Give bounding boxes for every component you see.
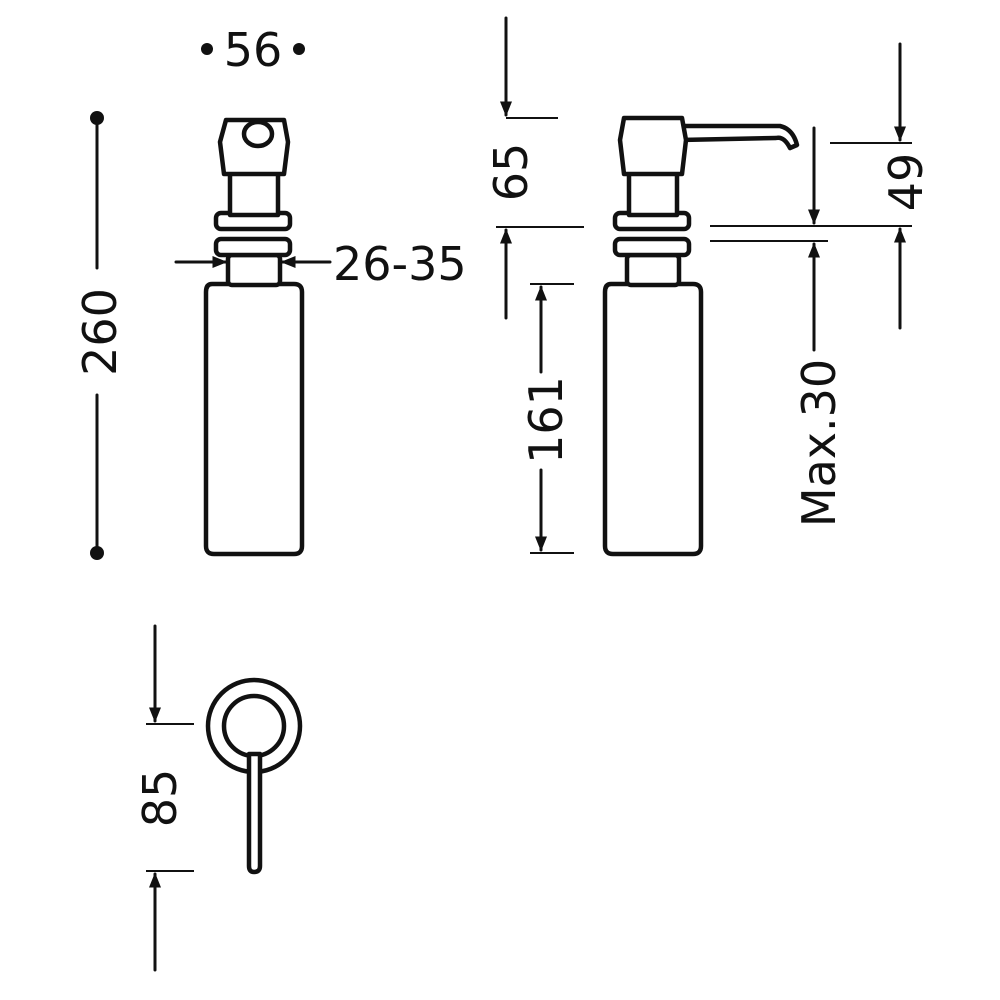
dim-max-deck-thickness: Max.30 (710, 126, 846, 527)
dim-260-label: 260 (73, 288, 127, 376)
dim-49-label: 49 (879, 153, 933, 212)
dim-total-height: 260 (73, 111, 127, 560)
dim-pump-height: 65 (484, 16, 584, 320)
dim-161-label: 161 (519, 376, 573, 464)
front-bottle (203, 281, 305, 557)
dim-max30-label: Max.30 (792, 359, 846, 527)
dim-56-dot-right (293, 43, 305, 55)
dim-56-label: 56 (224, 23, 283, 77)
front-view (203, 117, 305, 557)
front-thread (225, 252, 283, 288)
side-spout (677, 123, 800, 151)
dim-thread-label: 26-35 (333, 237, 467, 291)
dim-head-width: 56 (201, 23, 305, 77)
side-shaft (626, 168, 680, 218)
side-view (602, 115, 800, 557)
top-view (205, 677, 303, 875)
side-bottle (602, 281, 704, 557)
top-spout (246, 751, 263, 875)
dim-65-label: 65 (484, 143, 538, 202)
dim-85-label: 85 (133, 769, 187, 828)
top-inner-ring (221, 693, 287, 759)
front-head-button (241, 119, 275, 149)
side-pump-head (617, 115, 689, 177)
dim-spout-height: 49 (710, 42, 933, 330)
dim-56-dot-left (201, 43, 213, 55)
dim-bottle-height: 161 (519, 283, 574, 554)
dim-spout-reach: 85 (133, 624, 194, 972)
dim-thread-diameter: 26-35 (174, 237, 467, 291)
side-thread (624, 252, 682, 288)
front-shaft (227, 168, 281, 218)
side-lower-nut (612, 236, 692, 258)
front-lower-nut (213, 236, 293, 258)
